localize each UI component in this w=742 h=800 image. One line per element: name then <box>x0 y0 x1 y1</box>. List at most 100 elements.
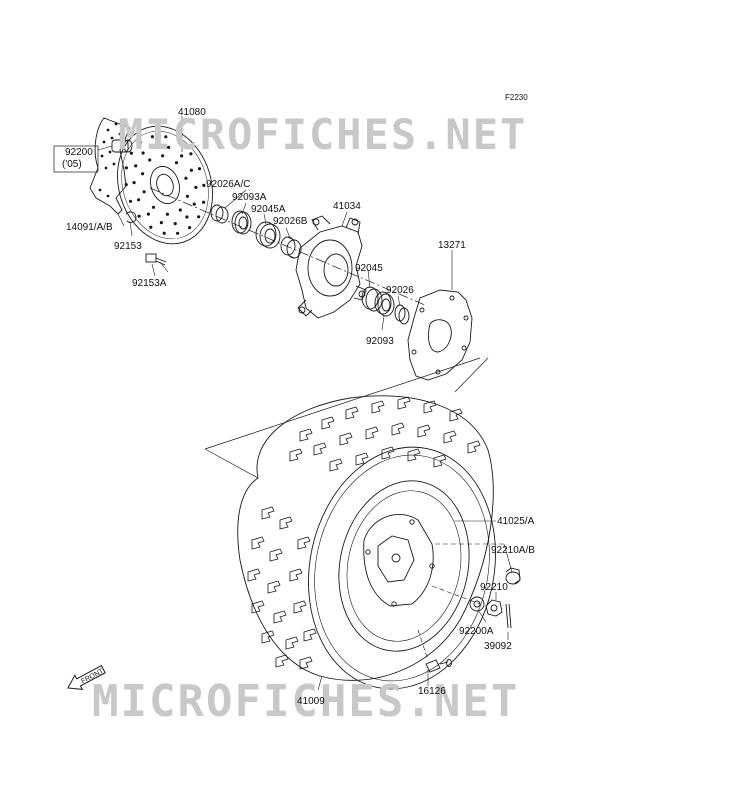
tread-block <box>433 454 447 468</box>
disc-hole <box>202 183 206 187</box>
disc-hole <box>189 168 193 172</box>
tread-block <box>345 406 359 420</box>
tread-block <box>285 636 299 650</box>
tread-block <box>365 426 379 440</box>
label-92093A: 92093A <box>232 192 267 203</box>
tread-block <box>261 506 275 520</box>
disc-hole <box>178 208 182 212</box>
disc-hole <box>151 205 156 209</box>
bolt-92200-box <box>53 145 99 173</box>
disc-hole <box>164 135 168 139</box>
tread-block <box>247 568 261 582</box>
label-92210: 92210 <box>480 582 508 593</box>
tread-block <box>251 536 265 550</box>
watermark-bottom: MICROFICHES.NET <box>92 676 520 727</box>
tread-block <box>371 400 385 414</box>
disc-hole <box>138 140 142 144</box>
disc-hole <box>197 215 201 219</box>
disc-hole <box>185 194 189 198</box>
label-41080: 41080 <box>178 107 206 118</box>
bolt-92153A <box>145 253 167 266</box>
label-41009: 41009 <box>297 696 325 707</box>
rim-41025 <box>338 480 470 652</box>
disc-hole <box>141 172 145 176</box>
pin-39092 <box>505 603 512 629</box>
disc-hole <box>189 152 193 156</box>
disc-hole <box>149 225 153 229</box>
watermark-top: MICROFICHES.NET <box>118 110 528 159</box>
tread-block <box>267 580 281 594</box>
disc-hole <box>148 158 152 162</box>
label-92153A: 92153A <box>132 278 167 289</box>
tread-block <box>381 446 395 460</box>
tread-block <box>407 448 421 462</box>
tread-block <box>269 548 283 562</box>
caliper-bracket <box>89 117 131 215</box>
disc-hole <box>159 221 163 225</box>
disc-hole <box>184 176 188 180</box>
disc-hole <box>194 185 198 189</box>
label-13271: 13271 <box>438 240 466 251</box>
washer-92200A <box>469 596 485 612</box>
tread-block <box>467 440 481 454</box>
disc-hole <box>177 141 181 145</box>
disc-hole <box>141 151 145 155</box>
label-92093: 92093 <box>366 336 394 347</box>
disc-hole <box>134 164 138 168</box>
label-92026AC: 92026A/C <box>206 179 251 190</box>
tread-block <box>279 516 293 530</box>
bearing-92045A <box>255 221 281 249</box>
collar-92026 <box>394 304 410 325</box>
tread-block <box>273 610 287 624</box>
disc-hole <box>162 231 166 235</box>
tread-block <box>289 568 303 582</box>
disc-hole <box>137 198 141 202</box>
label-41034: 41034 <box>333 201 361 212</box>
valve-16126 <box>425 659 452 673</box>
hub-41034 <box>295 215 367 319</box>
disc-hole <box>129 151 133 155</box>
tread-block <box>355 452 369 466</box>
disc-hole <box>132 181 136 185</box>
seal-92093 <box>374 291 395 317</box>
disc-hole <box>165 212 169 216</box>
disc-hole <box>174 161 179 165</box>
nut-92210 <box>485 599 503 617</box>
collar-92026A <box>210 204 229 224</box>
tire-tread-blocks <box>247 396 481 670</box>
tread-block <box>443 430 457 444</box>
tread-block <box>397 396 411 410</box>
label-92210AB: 92210A/B <box>491 545 535 556</box>
label-16126: 16126 <box>418 686 446 697</box>
disc-hole <box>124 166 128 170</box>
disc-hole <box>176 231 180 235</box>
disc-hole <box>202 200 206 204</box>
tread-block <box>329 458 343 472</box>
tread-block <box>299 428 313 442</box>
brake-disc-holes <box>124 135 206 235</box>
tread-block <box>313 442 327 456</box>
brake-disc <box>117 125 213 245</box>
disc-hole <box>161 154 165 158</box>
tire-41009 <box>237 395 496 690</box>
disc-hole <box>146 212 150 216</box>
label-92045A: 92045A <box>251 204 286 215</box>
label-41025: 41025/A <box>497 516 535 527</box>
tread-block <box>449 408 463 422</box>
disc-hole <box>192 202 196 206</box>
tread-block <box>289 448 303 462</box>
label-92200A: 92200A <box>459 626 494 637</box>
disc-hole <box>150 135 154 139</box>
label-92026: 92026 <box>386 285 414 296</box>
disc-hole <box>167 145 171 149</box>
label-92045: 92045 <box>355 263 383 274</box>
figure-code: F2230 <box>505 93 528 102</box>
disc-hole <box>173 222 177 226</box>
label-92200: 92200 <box>65 147 93 158</box>
guard-plate-13271 <box>407 289 473 381</box>
tread-block <box>275 654 289 668</box>
caliper-bracket-dots <box>98 122 122 198</box>
tread-block <box>423 400 437 414</box>
